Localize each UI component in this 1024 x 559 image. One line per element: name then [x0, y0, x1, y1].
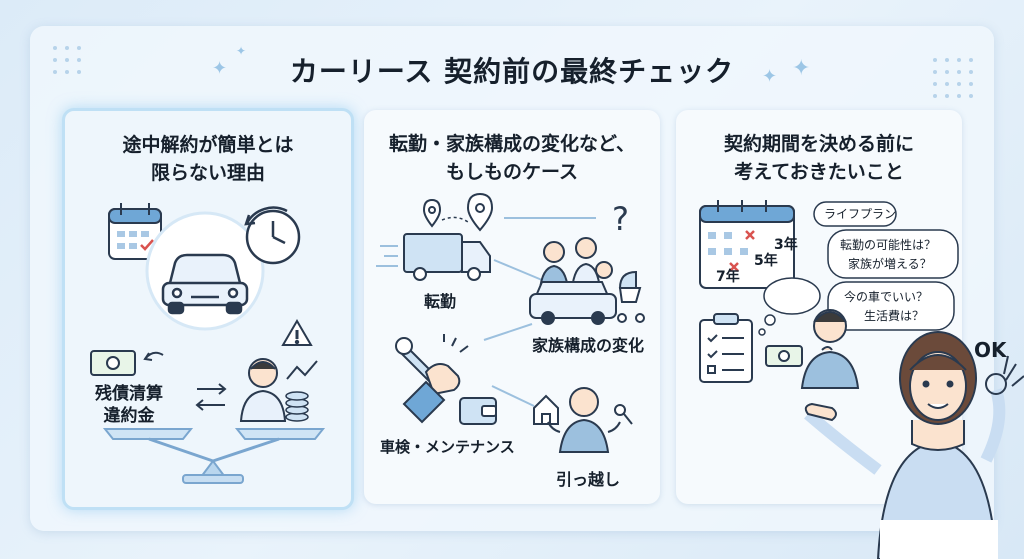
- clipboard-icon: [699, 313, 753, 383]
- person-icon: [547, 387, 621, 453]
- panel-title: 途中解約が簡単とは 限らない理由: [122, 134, 294, 184]
- truck-icon: [403, 233, 491, 281]
- keys-icon: [614, 404, 633, 425]
- trend-up-icon: [286, 360, 318, 380]
- debt-penalty-label: 残債清算 違約金: [95, 384, 163, 426]
- speech-bubbles: [813, 201, 959, 331]
- bubble-living-cost: 生活費は？: [864, 309, 925, 323]
- car-icon: [161, 253, 249, 315]
- calendar-icon: [108, 203, 162, 260]
- sparkle-icon: ✦: [212, 58, 228, 79]
- bubble-life-plan: ライフプラン: [824, 207, 897, 221]
- bubble-transfer: 転勤の可能性は？: [840, 238, 937, 252]
- page-title: カーリース 契約前の最終チェック: [289, 55, 735, 88]
- question-mark-icon: ?: [612, 200, 629, 238]
- panel-title: 契約期間を決める前に 考えておきたいこと: [723, 133, 914, 183]
- stroller-icon: [617, 270, 645, 323]
- panel-title: 転勤・家族構成の変化など、 もしものケース: [388, 133, 636, 183]
- bubble-car: 今の車でいい？: [844, 290, 929, 304]
- panel-early-termination: 途中解約が簡単とは 限らない理由: [62, 108, 354, 510]
- year-option: 7年: [716, 269, 740, 285]
- wallet-icon: [459, 397, 497, 425]
- clock-icon: [244, 206, 301, 265]
- thought-cloud-icon: [758, 277, 821, 336]
- ok-label: OK: [974, 338, 1007, 362]
- person-icon: [239, 358, 287, 422]
- car-icon: [529, 281, 617, 325]
- panel-contingencies: 転勤・家族構成の変化など、 もしものケース ?: [364, 110, 660, 504]
- period-illustration: [699, 200, 959, 389]
- year-option: 5年: [754, 253, 778, 269]
- exchange-arrows-icon: [195, 383, 227, 411]
- thinking-person-icon: [800, 309, 860, 389]
- house-icon: [533, 394, 559, 425]
- contingency-illustration: ?: [376, 192, 645, 453]
- sparkle-icon: ✦: [792, 56, 811, 81]
- hand-icon: [402, 363, 461, 424]
- bubble-family: 家族が増える？: [848, 257, 932, 271]
- sparkle-icon: ✦: [236, 44, 247, 58]
- coin-stack-icon: [285, 391, 309, 422]
- sparkle-icon: ✦: [762, 66, 778, 87]
- calendar-icon: [699, 200, 795, 289]
- money-icon: [765, 345, 803, 367]
- label-family-change: 家族構成の変化: [532, 336, 645, 355]
- label-transfer: 転勤: [424, 292, 457, 311]
- label-moving: 引っ越し: [556, 470, 621, 489]
- map-pin-icon: [422, 192, 494, 232]
- year-option: 3年: [774, 237, 798, 253]
- balance-scale: [102, 428, 326, 484]
- money-icon: [90, 350, 136, 376]
- termination-illustration: [90, 203, 326, 484]
- label-maintenance: 車検・メンテナンス: [380, 438, 515, 456]
- warning-icon: [281, 319, 313, 346]
